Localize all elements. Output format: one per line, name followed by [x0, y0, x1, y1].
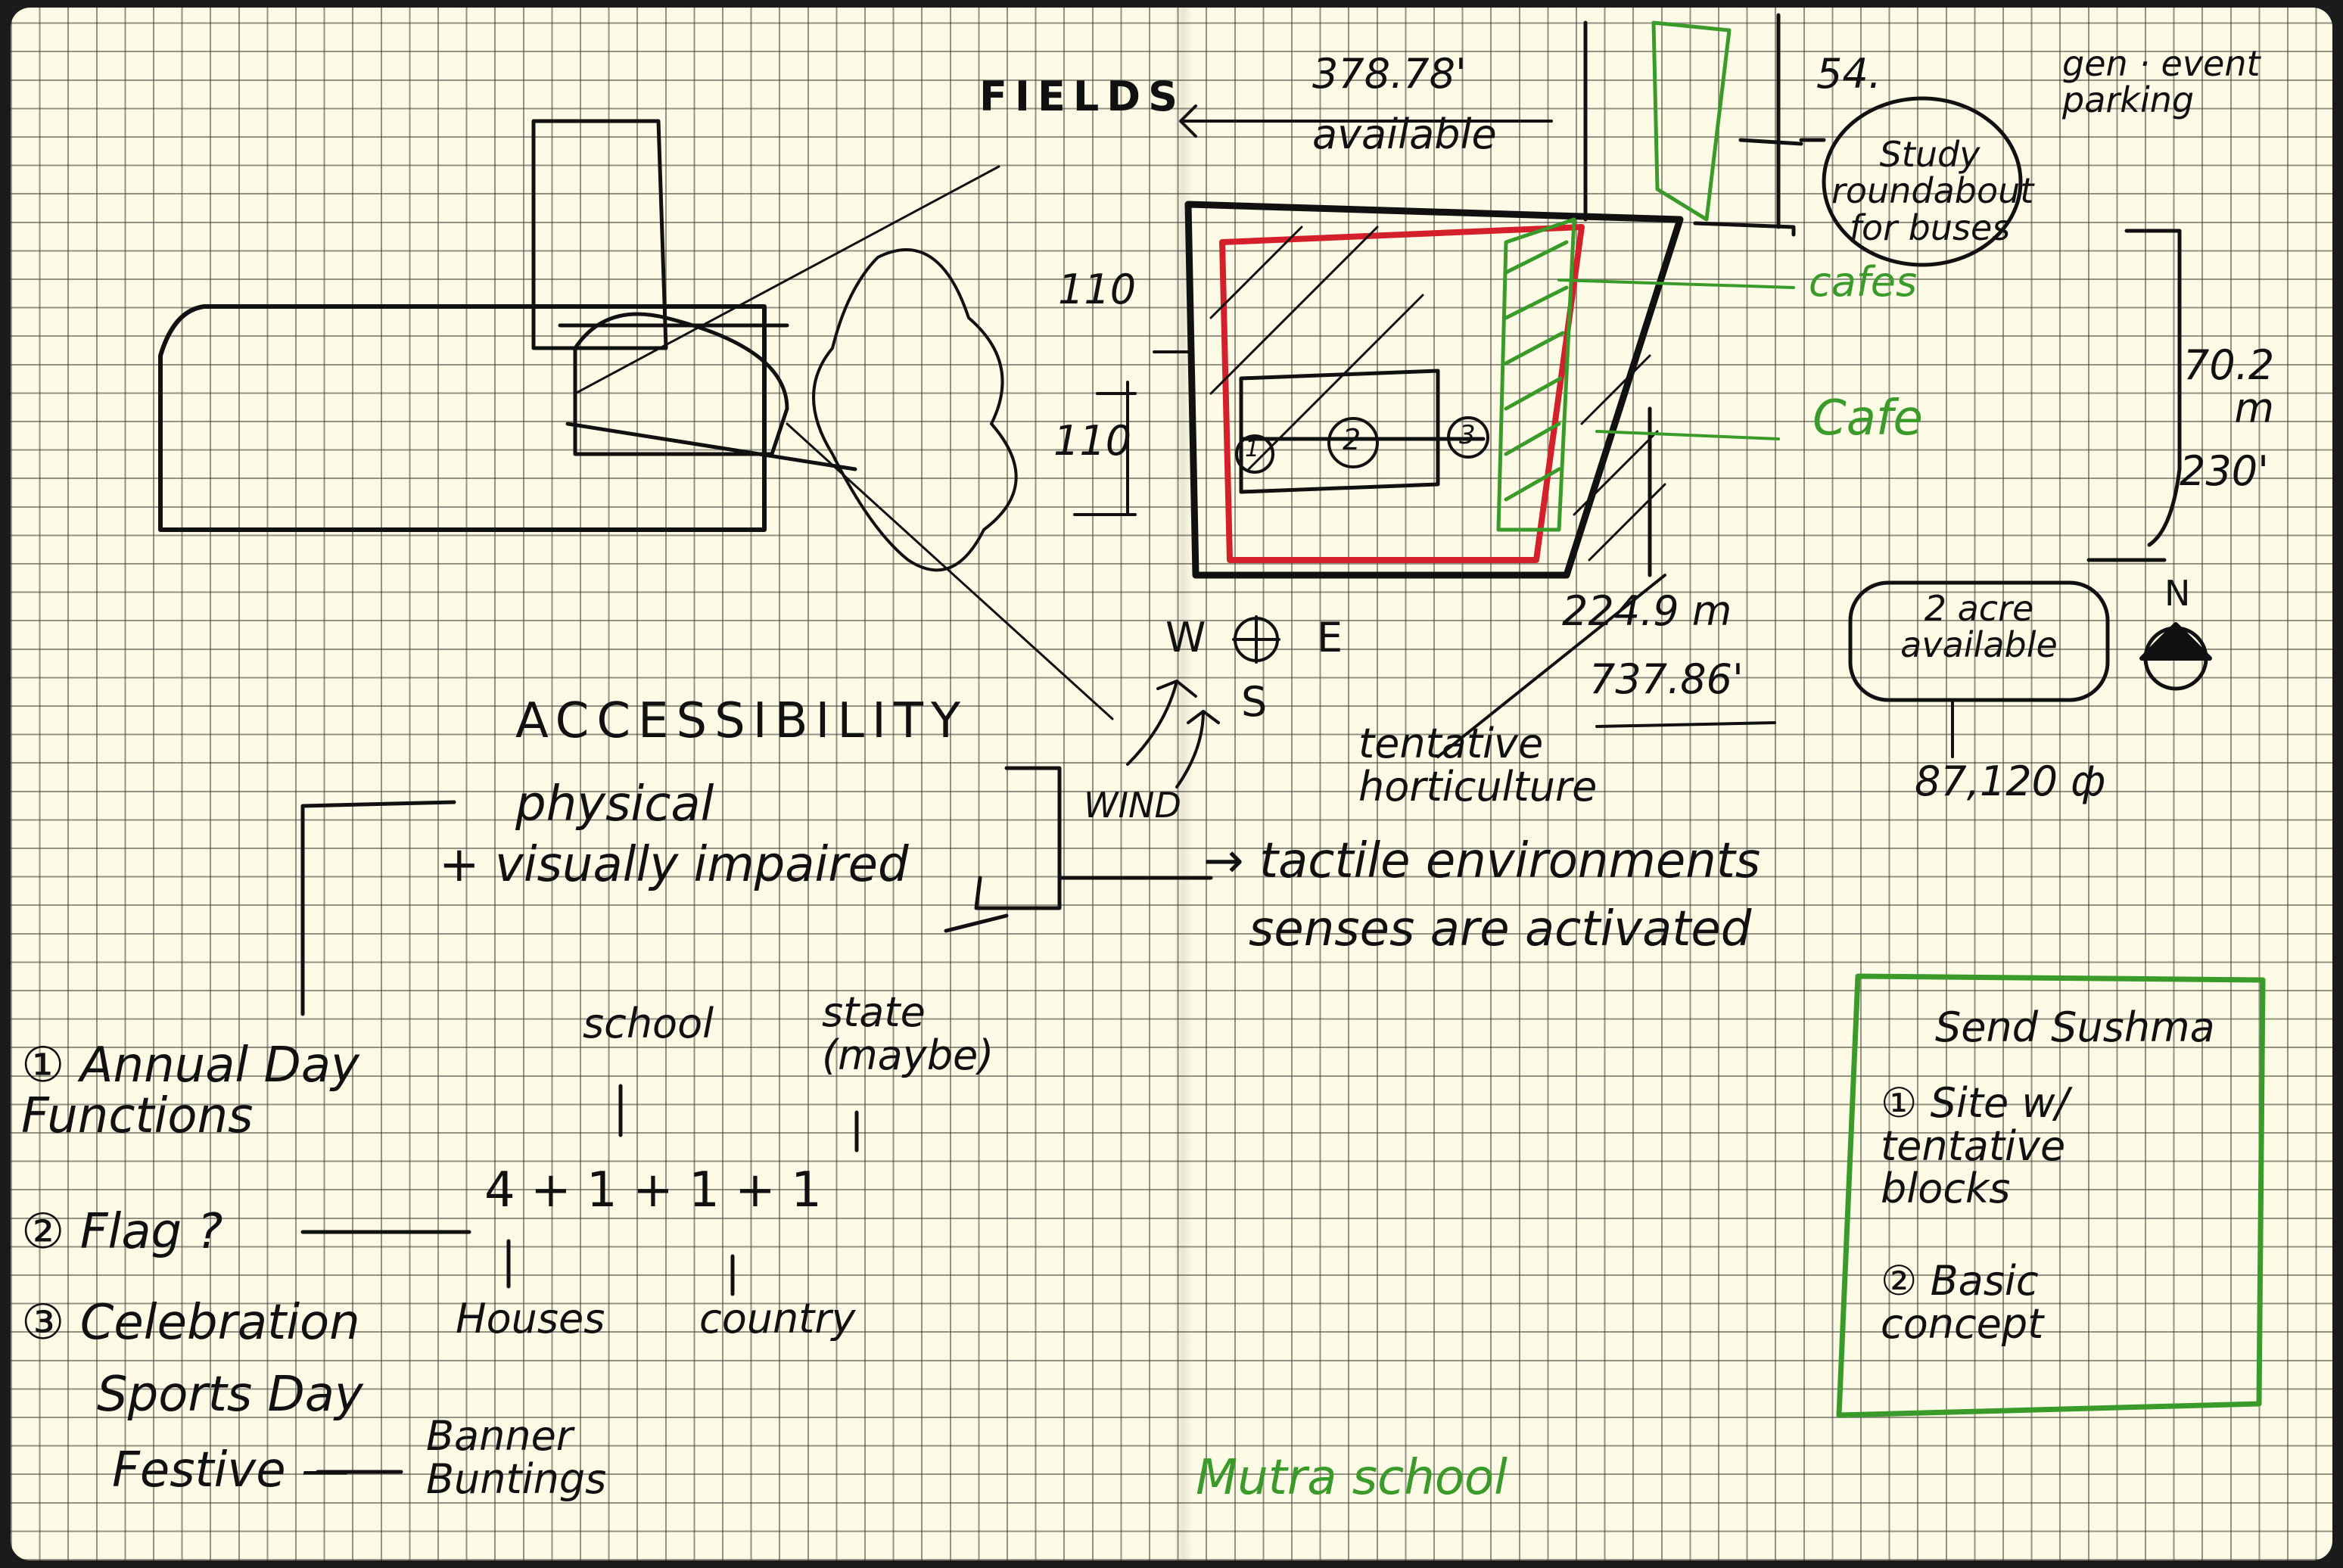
building-sketch — [531, 119, 857, 471]
north-label: N — [2164, 573, 2191, 614]
event-item-3: ③ Celebration — [21, 1295, 360, 1351]
leader-line — [574, 165, 1114, 720]
todo-title: Send Sushma — [1935, 1003, 2215, 1051]
acre-label: 2 acre available — [1900, 588, 2058, 666]
accessibility-title: ACCESSIBILITY — [515, 693, 969, 749]
banner-buntings: Banner Buntings — [426, 1412, 607, 1503]
country-label: country — [699, 1295, 856, 1342]
green-hatch — [1496, 217, 1576, 532]
festive: Festive — — [112, 1442, 350, 1498]
wind-label: WIND — [1084, 785, 1181, 826]
field-outline — [158, 304, 767, 532]
site-boundary — [1184, 201, 1684, 579]
block-circle-2 — [1327, 417, 1379, 468]
block-circle-1 — [1235, 434, 1274, 474]
dim-bottom-m: 224.9 m — [1562, 587, 1732, 635]
dim-110-top: 110 — [1058, 266, 1137, 313]
event-item-1: ① Annual Day Functions — [21, 1038, 359, 1145]
dim-54: 54. — [1816, 50, 1881, 98]
roundabout-note: Study roundabout for buses — [1831, 134, 2034, 248]
hatching — [1209, 226, 1666, 562]
dim-bottom-ft: 737.86' — [1589, 655, 1744, 703]
senses-label: senses are activated — [1249, 901, 1752, 957]
right-dim — [1799, 138, 2182, 562]
state-label: state (maybe) — [822, 988, 994, 1079]
school-label: school — [583, 1000, 714, 1047]
dim-right-m: 70.2 m — [2183, 341, 2275, 432]
dim-110-bottom: 110 — [1053, 417, 1132, 465]
cafe-label: Cafe — [1812, 390, 1923, 446]
dim-right-ft: 230' — [2180, 447, 2269, 495]
physical-label: physical — [515, 776, 714, 832]
fields-label: FIELDS — [979, 73, 1185, 120]
block-2-label: 2 — [1343, 423, 1361, 456]
visual-label: + visually impaired — [439, 837, 909, 893]
sports-day: Sports Day — [97, 1367, 363, 1423]
tree-squiggle — [812, 248, 1018, 572]
road-horizontal — [1693, 138, 1803, 237]
sqft-label: 87,120 ф — [1915, 758, 2106, 805]
cafes-label: cafes — [1809, 258, 1918, 306]
block-3-label: 3 — [1459, 420, 1476, 450]
todo-box — [1836, 973, 2266, 1418]
acre-box — [1848, 580, 2110, 702]
roundabout-circle — [1822, 96, 2023, 267]
block-1-label: 1 — [1245, 436, 1260, 462]
road-verticals — [1583, 13, 1781, 577]
blocks — [1239, 369, 1486, 494]
green-strip — [1651, 20, 1732, 222]
houses-label: Houses — [456, 1295, 605, 1342]
compass-w: W — [1165, 614, 1206, 661]
block-circle-3 — [1447, 416, 1489, 459]
dim-arrows — [1073, 104, 1553, 516]
todo-item-1: ① Site w/ tentative blocks — [1881, 1079, 2069, 1213]
sum-expression: 4 + 1 + 1 + 1 — [484, 1162, 822, 1218]
compass-s: S — [1241, 678, 1268, 726]
tactile-label: → tactile environments — [1203, 833, 1761, 889]
event-item-2: ② Flag ? — [21, 1204, 223, 1260]
compass-e: E — [1317, 614, 1343, 661]
red-boundary — [1219, 224, 1585, 563]
todo-item-2: ② Basic concept — [1881, 1257, 2044, 1348]
available-label: available — [1312, 110, 1497, 158]
wind-arrows — [1126, 680, 1220, 789]
horticulture-label: tentative horticulture — [1358, 720, 1598, 810]
grid-paper — [11, 8, 2332, 1560]
footer-school-name: Mutra school — [1196, 1450, 1508, 1506]
dim-top-ft: 378.78' — [1312, 50, 1467, 98]
parking-note: gen · event parking — [2062, 43, 2261, 121]
